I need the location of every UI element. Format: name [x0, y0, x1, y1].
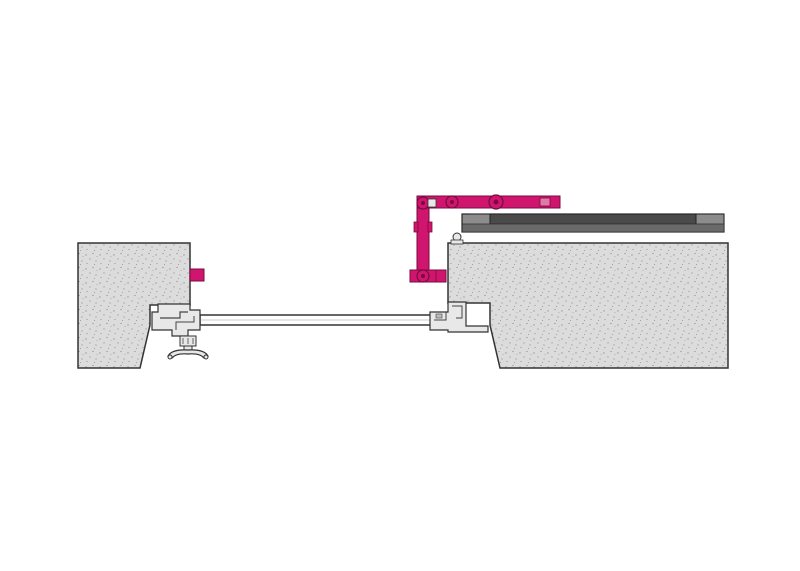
- door-handle: [167, 345, 209, 360]
- left-hinge-profile: [151, 303, 201, 347]
- right-wall-section: [447, 242, 729, 369]
- right-frame-profile: [429, 301, 489, 333]
- articulated-arm: [409, 194, 561, 283]
- door-closer-cover: [450, 213, 725, 245]
- left-wall-section: [77, 242, 191, 369]
- stop-bracket: [189, 268, 205, 282]
- door-leaf: [199, 314, 441, 326]
